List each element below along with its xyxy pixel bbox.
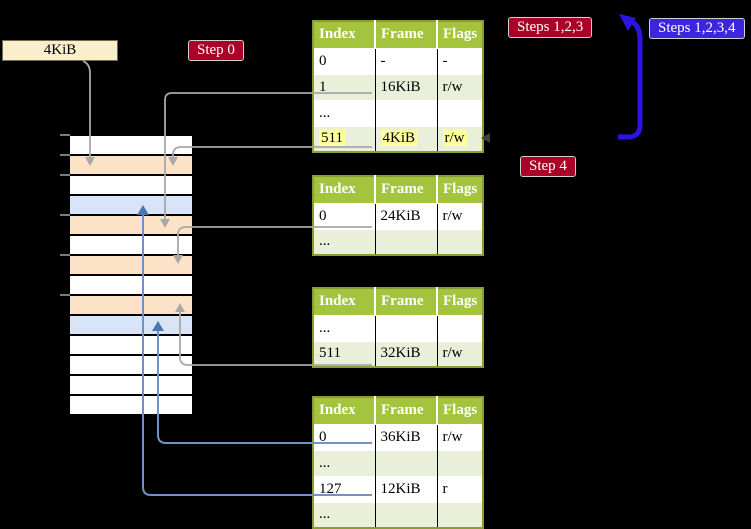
highlighted-value: 511 [319,130,345,147]
column-header-frame: Frame [374,397,437,424]
cell-flags: r/w [436,202,484,229]
cell-frame [374,449,437,476]
memory-frame-row-blue [70,316,192,334]
cell-flags: r/w [436,73,484,100]
column-header-index: Index [313,21,375,48]
header-row: Index Frame Flags [313,21,484,48]
memory-address-ticks [60,134,70,296]
table-row: 1 16KiB r/w [313,73,484,100]
memory-frame-row-peach [70,216,192,234]
cell-frame [374,501,437,528]
frame-size-label: 4KiB [2,40,118,61]
cell-index: ... [313,449,375,476]
memory-frame-row-peach [70,156,192,174]
cell-index: 511 [313,125,375,152]
cell-frame [374,228,437,255]
column-header-frame: Frame [374,288,437,315]
column-header-index: Index [313,397,375,424]
cell-index: ... [313,314,375,341]
badge-step-0: Step 0 [188,40,244,61]
cell-frame [374,99,437,126]
cell-flags [436,501,484,528]
column-header-index: Index [313,288,375,315]
page-table: Index Frame Flags ... 511 32KiB r/w [312,287,485,368]
table-row: 511 32KiB r/w [313,340,484,367]
table-row: 0 - - [313,47,484,74]
cell-frame [374,314,437,341]
highlighted-value: 4KiB [380,130,418,147]
cell-index: 1 [313,73,375,100]
highlighted-value: r/w [442,130,467,147]
cell-index: ... [313,228,375,255]
table-row: 0 24KiB r/w [313,202,484,229]
page-table: Index Frame Flags 0 24KiB r/w ... [312,175,485,256]
table-row: ... [313,449,484,476]
cell-flags [436,99,484,126]
recursive-loop-arrow-line [618,19,643,140]
cell-frame: - [374,47,437,74]
memory-frame-row-white [70,276,192,294]
memory-frame-row-blue [70,196,192,214]
header-row: Index Frame Flags [313,176,484,203]
header-row: Index Frame Flags [313,288,484,315]
memory-frame-row-white [70,396,192,414]
memory-frame-row-peach [70,256,192,274]
cell-flags [436,449,484,476]
column-header-frame: Frame [374,176,437,203]
page-table-level3: Index Frame Flags 0 24KiB r/w ... [312,175,485,256]
cell-index: ... [313,501,375,528]
table-row: 127 12KiB r [313,475,484,502]
cell-flags [436,228,484,255]
badge-steps-123: Steps 1,2,3 [508,17,593,38]
cell-index: 511 [313,340,375,367]
cell-flags: r [436,475,484,502]
memory-frame-row-white [70,376,192,394]
page-table: Index Frame Flags 0 36KiB r/w ... 127 12… [312,396,485,529]
memory-frame-row-white [70,136,192,154]
cell-frame: 12KiB [374,475,437,502]
cell-index: 0 [313,423,375,450]
cell-flags: - [436,47,484,74]
memory-frame-row-white [70,336,192,354]
column-header-flags: Flags [435,288,484,315]
memory-frame-row-white [70,176,192,194]
cell-index: 127 [313,475,375,502]
memory-column [70,136,192,416]
table-row-recursive-entry: 511 4KiB r/w [313,125,484,152]
table-row: ... [313,501,484,528]
cell-frame: 36KiB [374,423,437,450]
badge-steps-1234: Steps 1,2,3,4 [649,18,745,39]
cell-flags [436,314,484,341]
header-row: Index Frame Flags [313,397,484,424]
table-row: ... [313,99,484,126]
badge-step-4: Step 4 [520,156,576,177]
column-header-flags: Flags [435,21,484,48]
memory-frame-row-white [70,236,192,254]
cell-index: 0 [313,47,375,74]
page-table-level1: Index Frame Flags 0 36KiB r/w ... 127 12… [312,396,485,529]
page-table-level2: Index Frame Flags ... 511 32KiB r/w [312,287,485,368]
cell-flags: r/w [436,340,484,367]
column-header-frame: Frame [374,21,437,48]
table-row: 0 36KiB r/w [313,423,484,450]
cell-flags: r/w [436,423,484,450]
memory-frame-row-peach [70,296,192,314]
cell-index: 0 [313,202,375,229]
cell-frame: 32KiB [374,340,437,367]
cell-frame: 24KiB [374,202,437,229]
column-header-index: Index [313,176,375,203]
page-table: Index Frame Flags 0 - - 1 16KiB r/w ... … [312,20,485,153]
cell-frame: 16KiB [374,73,437,100]
cell-flags: r/w [436,125,484,152]
cell-frame: 4KiB [374,125,437,152]
table-row: ... [313,228,484,255]
table-row: ... [313,314,484,341]
column-header-flags: Flags [435,176,484,203]
page-table-level4: Index Frame Flags 0 - - 1 16KiB r/w ... … [312,20,485,153]
cell-index: ... [313,99,375,126]
column-header-flags: Flags [435,397,484,424]
memory-frame-row-white [70,356,192,374]
recursive-loop-arrowhead [619,14,636,31]
